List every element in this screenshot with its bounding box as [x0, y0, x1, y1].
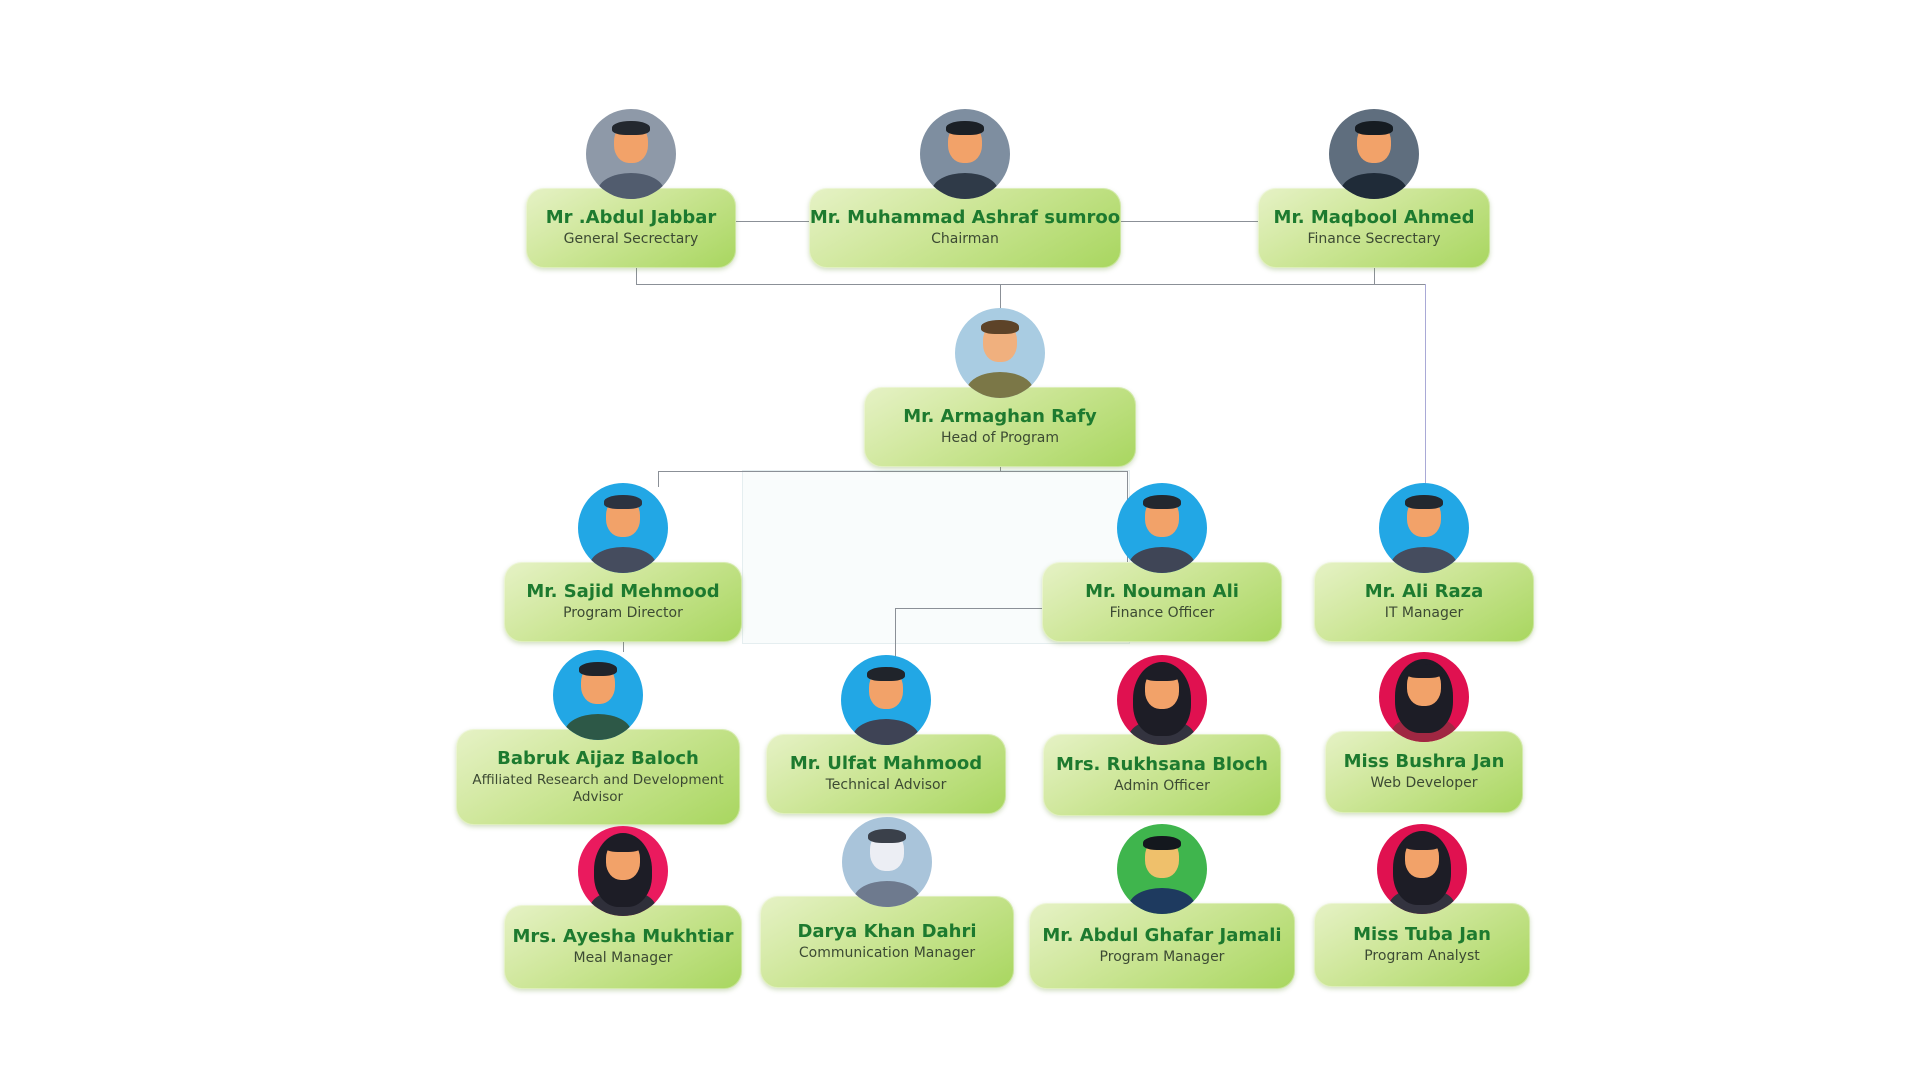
avatar-head [1355, 121, 1393, 163]
person-avatar-icon[interactable] [586, 109, 676, 199]
person-avatar-icon[interactable] [842, 817, 932, 907]
person-title: Chairman [931, 231, 999, 248]
person-title: Program Director [563, 605, 683, 622]
avatar-shoulders [598, 173, 664, 199]
person-avatar-icon[interactable] [1117, 655, 1207, 745]
avatar-head [1403, 836, 1441, 878]
org-node-card[interactable]: Mr. Maqbool Ahmed Finance Secrectary [1258, 188, 1490, 268]
person-name: Miss Tuba Jan [1353, 924, 1491, 946]
person-name: Mr. Muhammad Ashraf sumroo [809, 207, 1121, 229]
avatar-head [1143, 495, 1181, 537]
connector-line [636, 284, 1426, 285]
avatar-head [604, 495, 642, 537]
org-node-card[interactable]: Mr. Sajid Mehmood Program Director [504, 562, 742, 642]
connector-line [658, 471, 1128, 472]
person-title: Web Developer [1370, 775, 1478, 792]
org-node-card[interactable]: Mr. Nouman Ali Finance Officer [1042, 562, 1282, 642]
person-name: Darya Khan Dahri [797, 921, 977, 943]
person-title: General Secrectary [563, 231, 699, 248]
avatar-shoulders [565, 714, 631, 740]
org-node-card[interactable]: Babruk Aijaz Baloch Affiliated Research … [456, 729, 740, 825]
avatar-head [1405, 495, 1443, 537]
person-avatar-icon[interactable] [1117, 824, 1207, 914]
person-name: Mr. Ali Raza [1364, 581, 1484, 603]
org-node-card[interactable]: Mr. Abdul Ghafar Jamali Program Manager [1029, 903, 1295, 989]
connector-line [895, 608, 1042, 609]
person-title: Head of Program [940, 430, 1060, 447]
org-node-card[interactable]: Mr .Abdul Jabbar General Secrectary [526, 188, 736, 268]
org-node-card[interactable]: Mrs. Ayesha Mukhtiar Meal Manager [504, 905, 742, 989]
person-title: Program Analyst [1364, 948, 1480, 965]
org-node-card[interactable]: Miss Tuba Jan Program Analyst [1314, 903, 1530, 987]
person-avatar-icon[interactable] [1379, 652, 1469, 742]
person-name: Mr. Sajid Mehmood [526, 581, 720, 603]
org-node-card[interactable]: Mr. Armaghan Rafy Head of Program [864, 387, 1136, 467]
person-avatar-icon[interactable] [1377, 824, 1467, 914]
person-avatar-icon[interactable] [1117, 483, 1207, 573]
avatar-shoulders [590, 547, 656, 573]
avatar-shoulders [967, 372, 1033, 398]
connector-line [1000, 284, 1001, 310]
avatar-shoulders [1129, 547, 1195, 573]
connector-line [1000, 467, 1001, 472]
person-title: Finance Secrectary [1307, 231, 1441, 248]
avatar-head [946, 121, 984, 163]
person-name: Mr. Ulfat Mahmood [789, 753, 983, 775]
person-name: Babruk Aijaz Baloch [497, 748, 699, 770]
person-title: Technical Advisor [825, 777, 947, 794]
person-name: Mr. Abdul Ghafar Jamali [1042, 925, 1282, 947]
avatar-shoulders [1391, 547, 1457, 573]
avatar-head [981, 320, 1019, 362]
avatar-head [1405, 664, 1443, 706]
person-title: Program Manager [1099, 949, 1225, 966]
connector-line [1121, 221, 1258, 222]
person-title: Admin Officer [1114, 778, 1210, 795]
avatar-head [867, 667, 905, 709]
connector-line [623, 642, 624, 652]
avatar-shoulders [854, 881, 920, 907]
avatar-shoulders [853, 719, 919, 745]
org-node-card[interactable]: Darya Khan Dahri Communication Manager [760, 896, 1014, 988]
person-title: Meal Manager [573, 950, 673, 967]
person-name: Mr. Armaghan Rafy [903, 406, 1097, 428]
avatar-head [612, 121, 650, 163]
person-title: IT Manager [1384, 605, 1464, 622]
person-avatar-icon[interactable] [578, 483, 668, 573]
avatar-shoulders [1129, 888, 1195, 914]
person-name: Mrs. Ayesha Mukhtiar [512, 926, 734, 948]
person-name: Mr .Abdul Jabbar [545, 207, 717, 229]
org-node-card[interactable]: Mr. Ulfat Mahmood Technical Advisor [766, 734, 1006, 814]
org-node-card[interactable]: Mr. Muhammad Ashraf sumroo Chairman [809, 188, 1121, 268]
person-title: Affiliated Research and Development Advi… [472, 772, 724, 805]
person-name: Mrs. Rukhsana Bloch [1056, 754, 1268, 776]
person-avatar-icon[interactable] [1329, 109, 1419, 199]
person-avatar-icon[interactable] [578, 826, 668, 916]
connector-line [1425, 284, 1426, 486]
org-node-card[interactable]: Mr. Ali Raza IT Manager [1314, 562, 1534, 642]
avatar-head [579, 662, 617, 704]
person-avatar-icon[interactable] [920, 109, 1010, 199]
avatar-head [604, 838, 642, 880]
person-name: Mr. Nouman Ali [1085, 581, 1239, 603]
connector-line [658, 471, 659, 487]
person-avatar-icon[interactable] [955, 308, 1045, 398]
avatar-shoulders [932, 173, 998, 199]
avatar-head [1143, 667, 1181, 709]
connector-line [895, 608, 896, 658]
person-avatar-icon[interactable] [1379, 483, 1469, 573]
person-title: Finance Officer [1109, 605, 1215, 622]
avatar-shoulders [1341, 173, 1407, 199]
avatar-head [1143, 836, 1181, 878]
connector-line [736, 221, 810, 222]
person-name: Miss Bushra Jan [1343, 751, 1505, 773]
person-title: Communication Manager [798, 945, 976, 962]
person-avatar-icon[interactable] [841, 655, 931, 745]
person-avatar-icon[interactable] [553, 650, 643, 740]
avatar-head [868, 829, 906, 871]
person-name: Mr. Maqbool Ahmed [1273, 207, 1475, 229]
connector-line [1374, 268, 1375, 285]
org-node-card[interactable]: Miss Bushra Jan Web Developer [1325, 731, 1523, 813]
org-node-card[interactable]: Mrs. Rukhsana Bloch Admin Officer [1043, 734, 1281, 816]
connector-line [636, 268, 637, 285]
